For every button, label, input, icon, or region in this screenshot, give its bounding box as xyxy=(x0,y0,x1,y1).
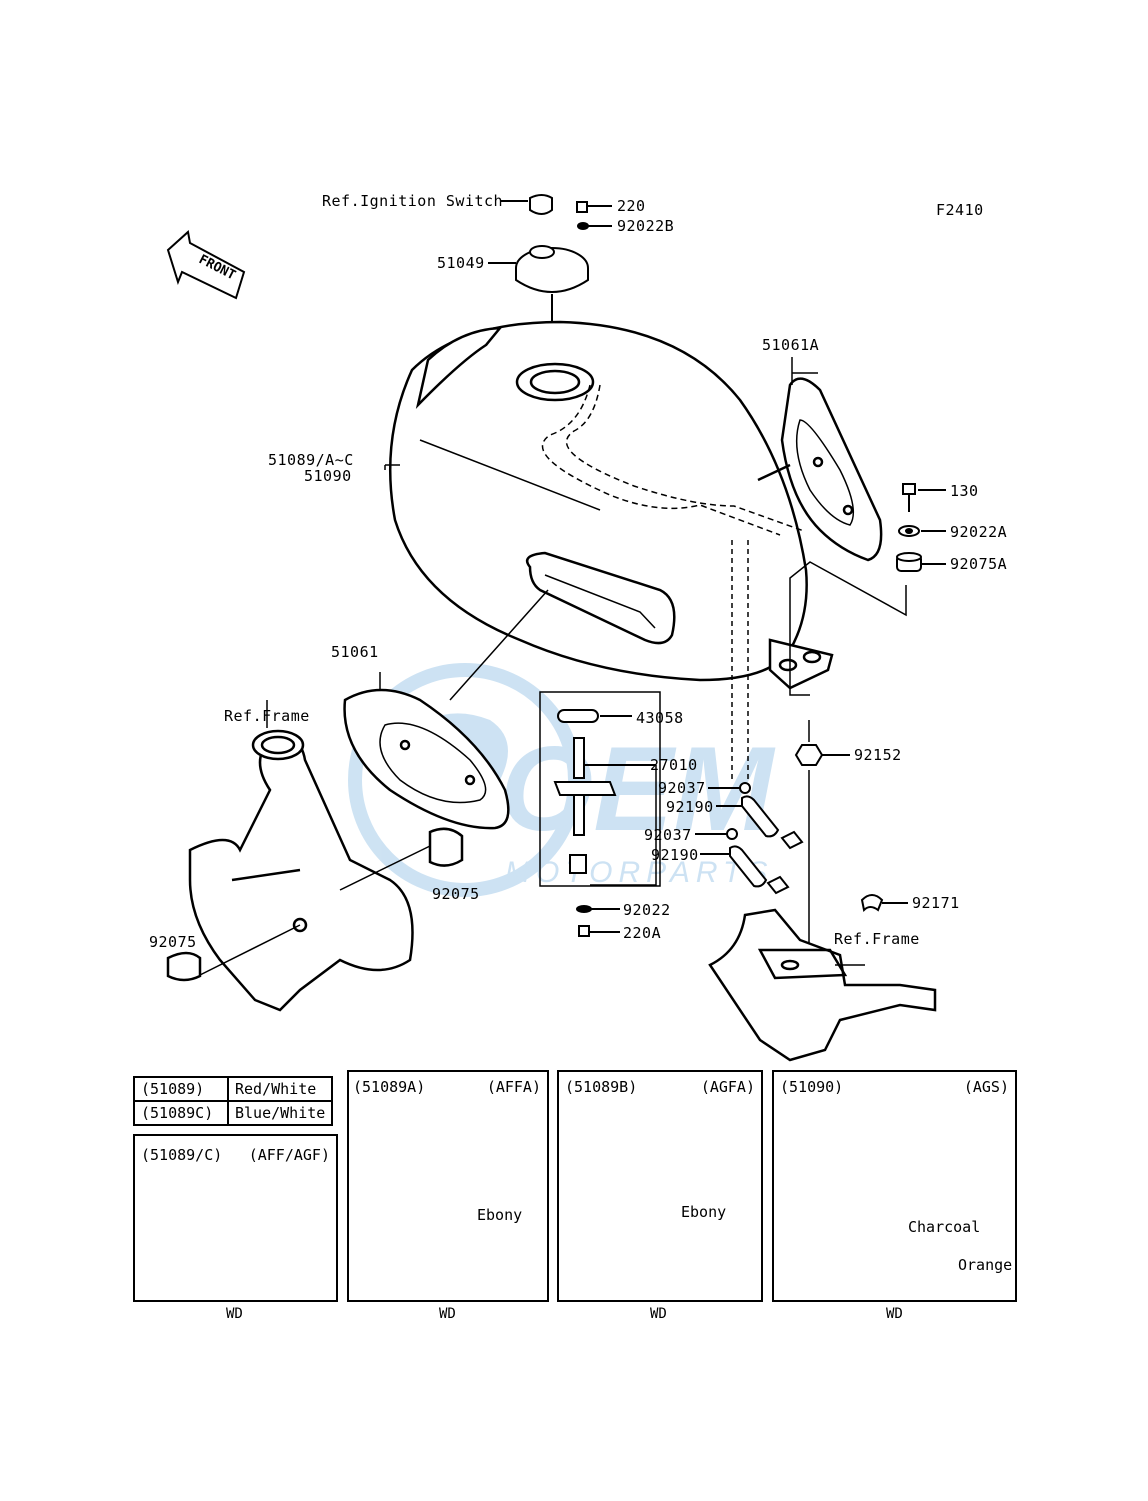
color-table: (51089) Red/White (51089C) Blue/White xyxy=(133,1076,334,1126)
callout-51089: 51089/A~C xyxy=(268,451,354,469)
variant-name: (AFFA) xyxy=(486,1078,541,1096)
callout-92022B: 92022B xyxy=(617,217,675,235)
callout-51090: 51090 xyxy=(304,467,352,485)
callout-ref-ignition: Ref.Ignition Switch xyxy=(322,192,504,210)
callout-ref-frame-right: Ref.Frame xyxy=(834,930,920,948)
variant-note-2: Orange xyxy=(958,1256,1013,1274)
callout-130: 130 xyxy=(950,482,979,500)
callout-ref-frame-left: Ref.Frame xyxy=(224,707,310,725)
variant-footer-1: WD xyxy=(226,1306,243,1322)
variant-note: Ebony xyxy=(681,1203,727,1221)
fuel-valve xyxy=(539,691,661,937)
variant-name: (AFF/AGF) xyxy=(248,1146,330,1164)
variant-box-2: (51089A) (AFFA) Ebony xyxy=(347,1070,549,1302)
variant-name: (AGFA) xyxy=(700,1078,755,1096)
callout-92037-a: 92037 xyxy=(658,779,706,797)
frame-right xyxy=(708,908,937,1062)
callout-220: 220 xyxy=(617,197,646,215)
color-row: (51089C) Blue/White xyxy=(133,1100,334,1126)
callout-220A: 220A xyxy=(623,924,662,942)
color-row: (51089) Red/White xyxy=(133,1076,334,1102)
variant-code: (51090) xyxy=(780,1078,844,1096)
callout-51061: 51061 xyxy=(331,643,379,661)
color-name: Red/White xyxy=(226,1076,334,1102)
callout-51049: 51049 xyxy=(437,254,485,272)
callout-27010: 27010 xyxy=(650,756,698,774)
callout-92190-b: 92190 xyxy=(651,846,699,864)
callout-92171: 92171 xyxy=(912,894,960,912)
svg-text:MOTORPARTS: MOTORPARTS xyxy=(505,856,773,889)
callout-92075-mid: 92075 xyxy=(432,885,480,903)
frame-left xyxy=(166,700,464,1012)
figure-code: F2410 xyxy=(936,201,984,219)
callout-92037-b: 92037 xyxy=(644,826,692,844)
variant-box-4: (51090) (AGS) Charcoal Orange xyxy=(772,1070,1017,1302)
variant-note: Charcoal xyxy=(908,1218,981,1236)
variant-note: Ebony xyxy=(477,1206,523,1224)
variant-code: (51089/C) xyxy=(141,1146,223,1164)
callout-51061A: 51061A xyxy=(762,336,820,354)
side-cover-right xyxy=(757,377,883,562)
color-name: Blue/White xyxy=(226,1100,334,1126)
variant-code: (51089B) xyxy=(565,1078,638,1096)
callout-92075-left: 92075 xyxy=(149,933,197,951)
color-code: (51089C) xyxy=(133,1100,229,1126)
callout-92190-a: 92190 xyxy=(666,798,714,816)
variant-footer-3: WD xyxy=(650,1306,667,1322)
variant-footer-2: WD xyxy=(439,1306,456,1322)
variant-box-3: (51089B) (AGFA) Ebony xyxy=(557,1070,763,1302)
callout-43058: 43058 xyxy=(636,709,684,727)
front-arrow-icon: FRONT xyxy=(166,230,246,300)
callout-92022A: 92022A xyxy=(950,523,1008,541)
variant-name: (AGS) xyxy=(963,1078,1009,1096)
variant-box-1: (51089/C) (AFF/AGF) xyxy=(133,1134,338,1302)
side-cover-left xyxy=(343,589,549,830)
callout-92075A: 92075A xyxy=(950,555,1008,573)
variant-footer-4: WD xyxy=(886,1306,903,1322)
variant-code: (51089A) xyxy=(353,1078,426,1096)
color-code: (51089) xyxy=(133,1076,229,1102)
callout-92022: 92022 xyxy=(623,901,671,919)
callout-92152: 92152 xyxy=(854,746,902,764)
fuel-tank xyxy=(388,320,834,690)
